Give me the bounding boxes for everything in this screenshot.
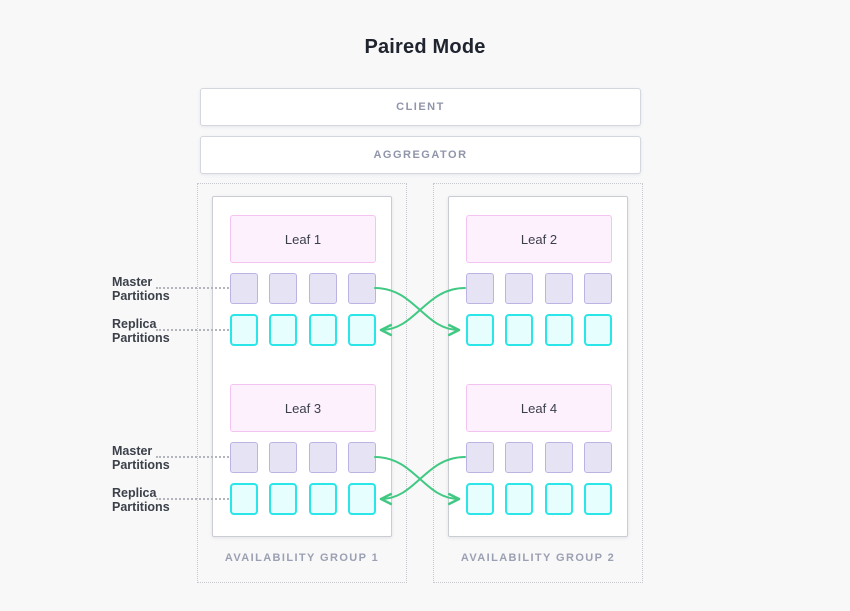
master-partition bbox=[269, 442, 298, 473]
replica-partition bbox=[466, 483, 494, 515]
master-partition bbox=[308, 442, 337, 473]
availability-group-1: Leaf 1 Leaf 3 bbox=[197, 183, 407, 583]
availability-group-2-label: AVAILABILITY GROUP 2 bbox=[460, 552, 616, 564]
replica-partition bbox=[505, 483, 534, 515]
leaf-1-label: Leaf 1 bbox=[284, 231, 322, 247]
leaf-3-label: Leaf 3 bbox=[284, 400, 322, 416]
replica-partition bbox=[269, 483, 298, 515]
client-box: CLIENT bbox=[200, 88, 641, 126]
leaf-node-container: Leaf 1 Leaf 3 bbox=[212, 196, 392, 537]
leaf-1-master-partitions bbox=[230, 273, 376, 304]
master-partition bbox=[583, 442, 612, 473]
leaf-2-master-partitions bbox=[466, 273, 612, 304]
leader-line bbox=[156, 287, 229, 289]
master-partition bbox=[505, 442, 534, 473]
leaf-1-box: Leaf 1 bbox=[230, 215, 376, 263]
master-partitions-label-bottom: Master Partitions bbox=[112, 444, 170, 472]
diagram-title: Paired Mode bbox=[364, 36, 486, 58]
leaf-node-container: Leaf 2 Leaf 4 bbox=[448, 196, 628, 537]
leaf-3-replica-partitions bbox=[230, 483, 376, 515]
leaf-4-label: Leaf 4 bbox=[520, 400, 558, 416]
leaf-4-box: Leaf 4 bbox=[466, 384, 612, 432]
client-label: CLIENT bbox=[396, 101, 445, 113]
leaf-2-replica-partitions bbox=[466, 314, 612, 346]
leaf-4-replica-partitions bbox=[466, 483, 612, 515]
replica-partition bbox=[583, 483, 612, 515]
leaf-2-box: Leaf 2 bbox=[466, 215, 612, 263]
master-partition bbox=[466, 273, 494, 304]
master-partition bbox=[466, 442, 494, 473]
master-partition bbox=[230, 273, 258, 304]
master-partition bbox=[308, 273, 337, 304]
leader-line bbox=[156, 329, 229, 331]
replica-partition bbox=[544, 483, 573, 515]
replica-partition bbox=[230, 314, 258, 346]
aggregator-box: AGGREGATOR bbox=[200, 136, 641, 174]
aggregator-label: AGGREGATOR bbox=[373, 149, 468, 161]
replica-partition bbox=[347, 483, 376, 515]
master-partition bbox=[505, 273, 534, 304]
leaf-3-master-partitions bbox=[230, 442, 376, 473]
master-partition bbox=[583, 273, 612, 304]
replica-partition bbox=[308, 314, 337, 346]
master-partition bbox=[269, 273, 298, 304]
replica-partition bbox=[505, 314, 534, 346]
master-partition bbox=[230, 442, 258, 473]
leaf-2-label: Leaf 2 bbox=[520, 231, 558, 247]
replica-partition bbox=[230, 483, 258, 515]
availability-group-2: Leaf 2 Leaf 4 bbox=[433, 183, 643, 583]
replica-partition bbox=[583, 314, 612, 346]
master-partition bbox=[544, 442, 573, 473]
replica-partition bbox=[347, 314, 376, 346]
leaf-1-replica-partitions bbox=[230, 314, 376, 346]
leader-line bbox=[156, 498, 229, 500]
leader-line bbox=[156, 456, 229, 458]
master-partition bbox=[347, 442, 376, 473]
availability-group-1-label: AVAILABILITY GROUP 1 bbox=[224, 552, 380, 564]
replica-partition bbox=[269, 314, 298, 346]
replica-partitions-label-bottom: Replica Partitions bbox=[112, 486, 170, 514]
replica-partition bbox=[466, 314, 494, 346]
replica-partition bbox=[308, 483, 337, 515]
leaf-3-box: Leaf 3 bbox=[230, 384, 376, 432]
master-partition bbox=[347, 273, 376, 304]
leaf-4-master-partitions bbox=[466, 442, 612, 473]
master-partitions-label-top: Master Partitions bbox=[112, 275, 170, 303]
master-partition bbox=[544, 273, 573, 304]
replica-partitions-label-top: Replica Partitions bbox=[112, 317, 170, 345]
replica-partition bbox=[544, 314, 573, 346]
